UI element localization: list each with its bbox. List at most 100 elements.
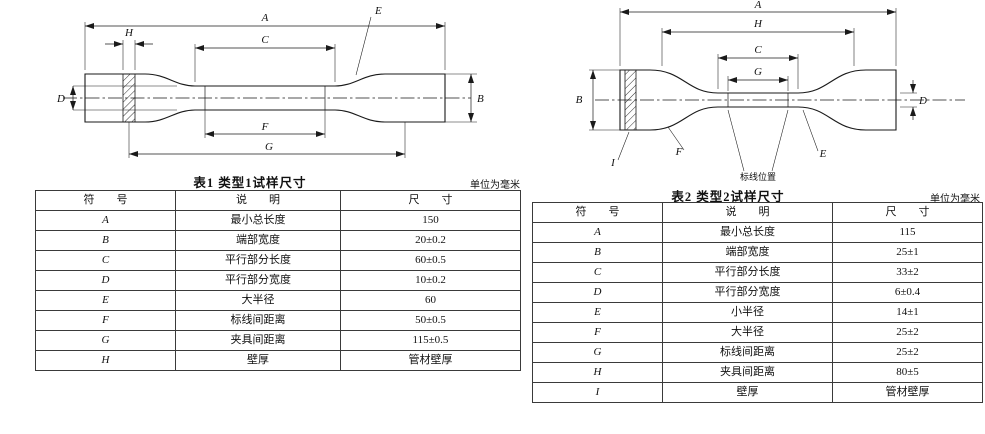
table-cell: 115 — [832, 222, 983, 243]
table-cell: H — [35, 350, 176, 371]
table-cell: 平行部分长度 — [175, 250, 341, 271]
col-header-symbol: 符 号 — [35, 190, 176, 211]
type1-specimen-diagram: A H C E D B F G — [56, 5, 484, 158]
table-cell: A — [35, 210, 176, 231]
table-cell: D — [532, 282, 663, 303]
col-header-description: 说 明 — [175, 190, 341, 211]
table2-title: 表2 类型2试样尺寸 — [671, 190, 785, 204]
leader-line — [667, 126, 685, 151]
col-header-symbol: 符 号 — [532, 202, 663, 223]
table-cell: 25±1 — [832, 242, 983, 263]
table-cell: E — [532, 302, 663, 323]
col-header-description: 说 明 — [662, 202, 833, 223]
table-cell: 最小总长度 — [175, 210, 341, 231]
dim-label-d: D — [56, 93, 65, 105]
table-header-row: 符 号 说 明 尺 寸 — [532, 202, 983, 223]
table-cell: 60 — [340, 290, 521, 311]
table-cell: H — [532, 362, 663, 383]
table-cell: 标线间距离 — [175, 310, 341, 331]
dim-label-e: E — [374, 5, 382, 17]
dim-label-c: C — [261, 34, 269, 46]
table-cell: D — [35, 270, 176, 291]
table-cell: G — [532, 342, 663, 363]
dim-label-g: G — [265, 141, 273, 153]
dim-label-f: F — [261, 121, 269, 133]
table1-unit-note: 单位为毫米 — [470, 180, 520, 191]
table-cell: C — [35, 250, 176, 271]
col-header-dimension: 尺 寸 — [832, 202, 983, 223]
table-cell: F — [35, 310, 176, 331]
table-cell: 10±0.2 — [340, 270, 521, 291]
dim-label-b: B — [477, 93, 484, 105]
col-header-dimension: 尺 寸 — [340, 190, 521, 211]
table-cell: E — [35, 290, 176, 311]
leader-line — [355, 16, 372, 76]
table-cell: 80±5 — [832, 362, 983, 383]
table-cell: F — [532, 322, 663, 343]
table-cell: 6±0.4 — [832, 282, 983, 303]
table-cell: 平行部分长度 — [662, 262, 833, 283]
table-cell: 平行部分宽度 — [175, 270, 341, 291]
table-cell: 管材壁厚 — [832, 382, 983, 403]
table-cell: 夹具间距离 — [175, 330, 341, 351]
table-cell: 150 — [340, 210, 521, 231]
table-header-row: 符 号 说 明 尺 寸 — [35, 190, 521, 211]
table-cell: 25±2 — [832, 342, 983, 363]
table-cell: 50±0.5 — [340, 310, 521, 331]
table-cell: 夹具间距离 — [662, 362, 833, 383]
table-cell: G — [35, 330, 176, 351]
dim-label-g: G — [754, 66, 762, 78]
table-cell: 33±2 — [832, 262, 983, 283]
dim-label-a: A — [261, 12, 269, 24]
table1-title: 表1 类型1试样尺寸 — [193, 176, 307, 190]
leader-line — [771, 109, 789, 172]
dim-label-a: A — [754, 0, 762, 11]
dim-label-i: I — [610, 157, 616, 169]
table-cell: 25±2 — [832, 322, 983, 343]
table-cell: 20±0.2 — [340, 230, 521, 251]
dim-label-c: C — [754, 44, 762, 56]
dim-label-f: F — [675, 146, 683, 158]
table-cell: B — [35, 230, 176, 251]
table2-unit-note: 单位为毫米 — [930, 194, 980, 205]
table-cell: 标线间距离 — [662, 342, 833, 363]
dim-label-h: H — [124, 27, 134, 39]
table-cell: 壁厚 — [175, 350, 341, 371]
table-cell: A — [532, 222, 663, 243]
table-cell: 小半径 — [662, 302, 833, 323]
table-cell: 端部宽度 — [662, 242, 833, 263]
dim-label-h: H — [753, 18, 763, 30]
table-cell: 平行部分宽度 — [662, 282, 833, 303]
table-cell: 端部宽度 — [175, 230, 341, 251]
table-cell: 管材壁厚 — [340, 350, 521, 371]
table-cell: 60±0.5 — [340, 250, 521, 271]
leader-line — [727, 109, 745, 172]
table-cell: 115±0.5 — [340, 330, 521, 351]
table-cell: 大半径 — [175, 290, 341, 311]
table-cell: 最小总长度 — [662, 222, 833, 243]
dim-label-d: D — [918, 95, 927, 107]
table-cell: C — [532, 262, 663, 283]
table-cell: 大半径 — [662, 322, 833, 343]
table-cell: 壁厚 — [662, 382, 833, 403]
table-cell: 14±1 — [832, 302, 983, 323]
